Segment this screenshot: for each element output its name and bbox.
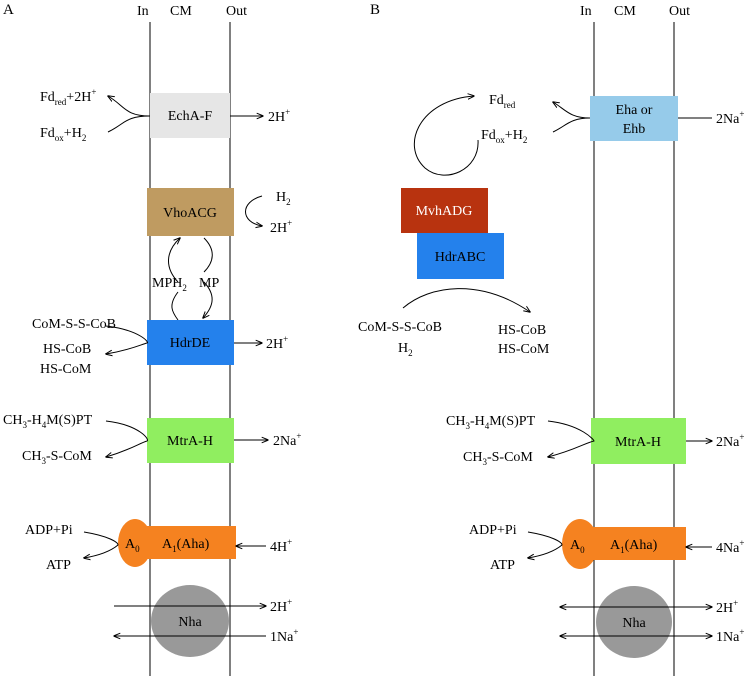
hdrabc-out2-label: HS-CoM <box>498 342 550 357</box>
hdrde-out-label: 2H+ <box>266 334 288 352</box>
panel-b-out-label: Out <box>669 4 690 19</box>
nha-a-ellipse <box>151 585 229 657</box>
vho-out-label: 2H+ <box>270 218 292 236</box>
hdrde-in2-label: HS-CoB <box>43 342 91 357</box>
hdrde-label: HdrDE <box>170 336 210 351</box>
hdrde-in1-label: CoM-S-S-CoB <box>32 317 116 332</box>
mtr-a-box <box>147 418 234 463</box>
panel-b-in-label: In <box>580 4 592 19</box>
nha-b-out1-label: 2H+ <box>716 598 738 616</box>
mtr-a-in2-label: CH3-S-CoM <box>22 449 92 466</box>
b-a0-label: A0 <box>570 538 585 555</box>
hdrabc-out1-label: HS-CoB <box>498 323 546 338</box>
eha-box <box>590 96 678 141</box>
vhoacg-complex: VhoACG H2 2H+ <box>147 188 292 236</box>
eha-fd-ox-label: Fdox+H2 <box>481 128 527 145</box>
hdrabc-box <box>417 233 504 279</box>
mtr-b-label: MtrA-H <box>615 435 661 450</box>
eha-label-line1: Eha or <box>616 103 653 118</box>
atp-adp-label: ADP+Pi <box>25 523 73 538</box>
vho-h2-label: H2 <box>276 190 291 207</box>
b-a1-label: A1(Aha) <box>610 538 658 555</box>
mvhadg-box <box>401 188 488 233</box>
nha-a-out2-label: 1Na+ <box>270 627 298 645</box>
echa-f-complex: EchA-F Fdred+2H+ Fdox+H2 2H+ <box>40 87 290 143</box>
b-a1-box <box>582 527 686 560</box>
eha-complex: Eha or Ehb Fdred Fdox+H2 2Na+ <box>481 93 744 145</box>
nha-b-out2-label: 1Na+ <box>716 627 744 645</box>
mtr-a-in1-label: CH3-H4M(S)PT <box>3 413 93 430</box>
panel-b: B In CM Out Eha or Ehb Fdred Fdox+H2 2Na… <box>358 2 744 676</box>
eha-label-line2: Ehb <box>623 122 646 137</box>
mtr-a-out-label: 2Na+ <box>273 431 301 449</box>
mtr-b-in2-label: CH3-S-CoM <box>463 450 533 467</box>
mtr-a-label: MtrA-H <box>167 434 213 449</box>
b-atp-atp-label: ATP <box>490 558 515 573</box>
echa-f-label: EchA-F <box>168 109 213 124</box>
hdrde-box <box>147 320 234 365</box>
mtr-b-complex: MtrA-H CH3-H4M(S)PT CH3-S-CoM 2Na+ <box>446 414 744 467</box>
hdrabc-in1-label: CoM-S-S-CoB <box>358 320 442 335</box>
mtr-b-out-label: 2Na+ <box>716 432 744 450</box>
nha-b-label: Nha <box>622 616 646 631</box>
mtr-b-in1-label: CH3-H4M(S)PT <box>446 414 536 431</box>
a1-label: A1(Aha) <box>162 537 210 554</box>
panel-b-cm-label: CM <box>614 4 636 19</box>
mvhadg-label: MvhADG <box>416 204 473 219</box>
a0-label: A0 <box>125 537 140 554</box>
nha-a: Nha 2H+ 1Na+ <box>114 585 298 657</box>
panel-a-in-label: In <box>137 4 149 19</box>
nha-a-out1-label: 2H+ <box>270 597 292 615</box>
hdrde-in3-label: HS-CoM <box>40 362 92 377</box>
eha-fd-red-label: Fdred <box>489 93 516 110</box>
atp-synthase-b: A0 A1(Aha) ADP+Pi ATP 4Na+ <box>469 519 744 573</box>
vhoacg-box <box>147 188 234 236</box>
nha-b: Nha 2H+ 1Na+ <box>560 586 744 658</box>
echa-fd-ox-label: Fdox+H2 <box>40 126 86 143</box>
b-atp-out-label: 4Na+ <box>716 538 744 556</box>
atp-synthase-a: A0 A1(Aha) ADP+Pi ATP 4H+ <box>25 519 292 573</box>
echa-out-label: 2H+ <box>268 107 290 125</box>
panel-a-out-label: Out <box>226 4 247 19</box>
panel-b-letter: B <box>370 2 380 18</box>
b-atp-adp-label: ADP+Pi <box>469 523 517 538</box>
atp-atp-label: ATP <box>46 558 71 573</box>
echa-f-box <box>150 93 230 138</box>
hdrde-complex: HdrDE CoM-S-S-CoB HS-CoB HS-CoM 2H+ <box>32 317 288 377</box>
mtr-a-complex: MtrA-H CH3-H4M(S)PT CH3-S-CoM 2Na+ <box>3 413 301 466</box>
echa-fd-red-label: Fdred+2H+ <box>40 87 96 107</box>
b-a0-ellipse <box>562 519 598 569</box>
nha-a-label: Nha <box>178 615 202 630</box>
vhoacg-label: VhoACG <box>163 206 217 221</box>
mp-cycle: MPH2 MP <box>152 238 219 321</box>
panel-a-letter: A <box>3 2 14 18</box>
panel-a-cm-label: CM <box>170 4 192 19</box>
hdrabc-in2-label: H2 <box>398 341 413 358</box>
atp-out-label: 4H+ <box>270 537 292 555</box>
fd-cycle-arrow <box>414 96 479 176</box>
mtr-b-box <box>591 418 686 464</box>
mph2-label: MPH2 <box>152 276 187 293</box>
eha-out-label: 2Na+ <box>716 109 744 127</box>
mvh-hdr-complex: MvhADG HdrABC CoM-S-S-CoB H2 HS-CoB HS-C… <box>358 188 550 358</box>
panel-a: A In CM Out EchA-F Fdred+2H+ Fdox+H2 2H+… <box>3 2 301 676</box>
hdrabc-label: HdrABC <box>435 250 486 265</box>
a0-ellipse <box>118 519 152 567</box>
mp-label: MP <box>199 276 219 291</box>
a1-box <box>137 526 236 559</box>
